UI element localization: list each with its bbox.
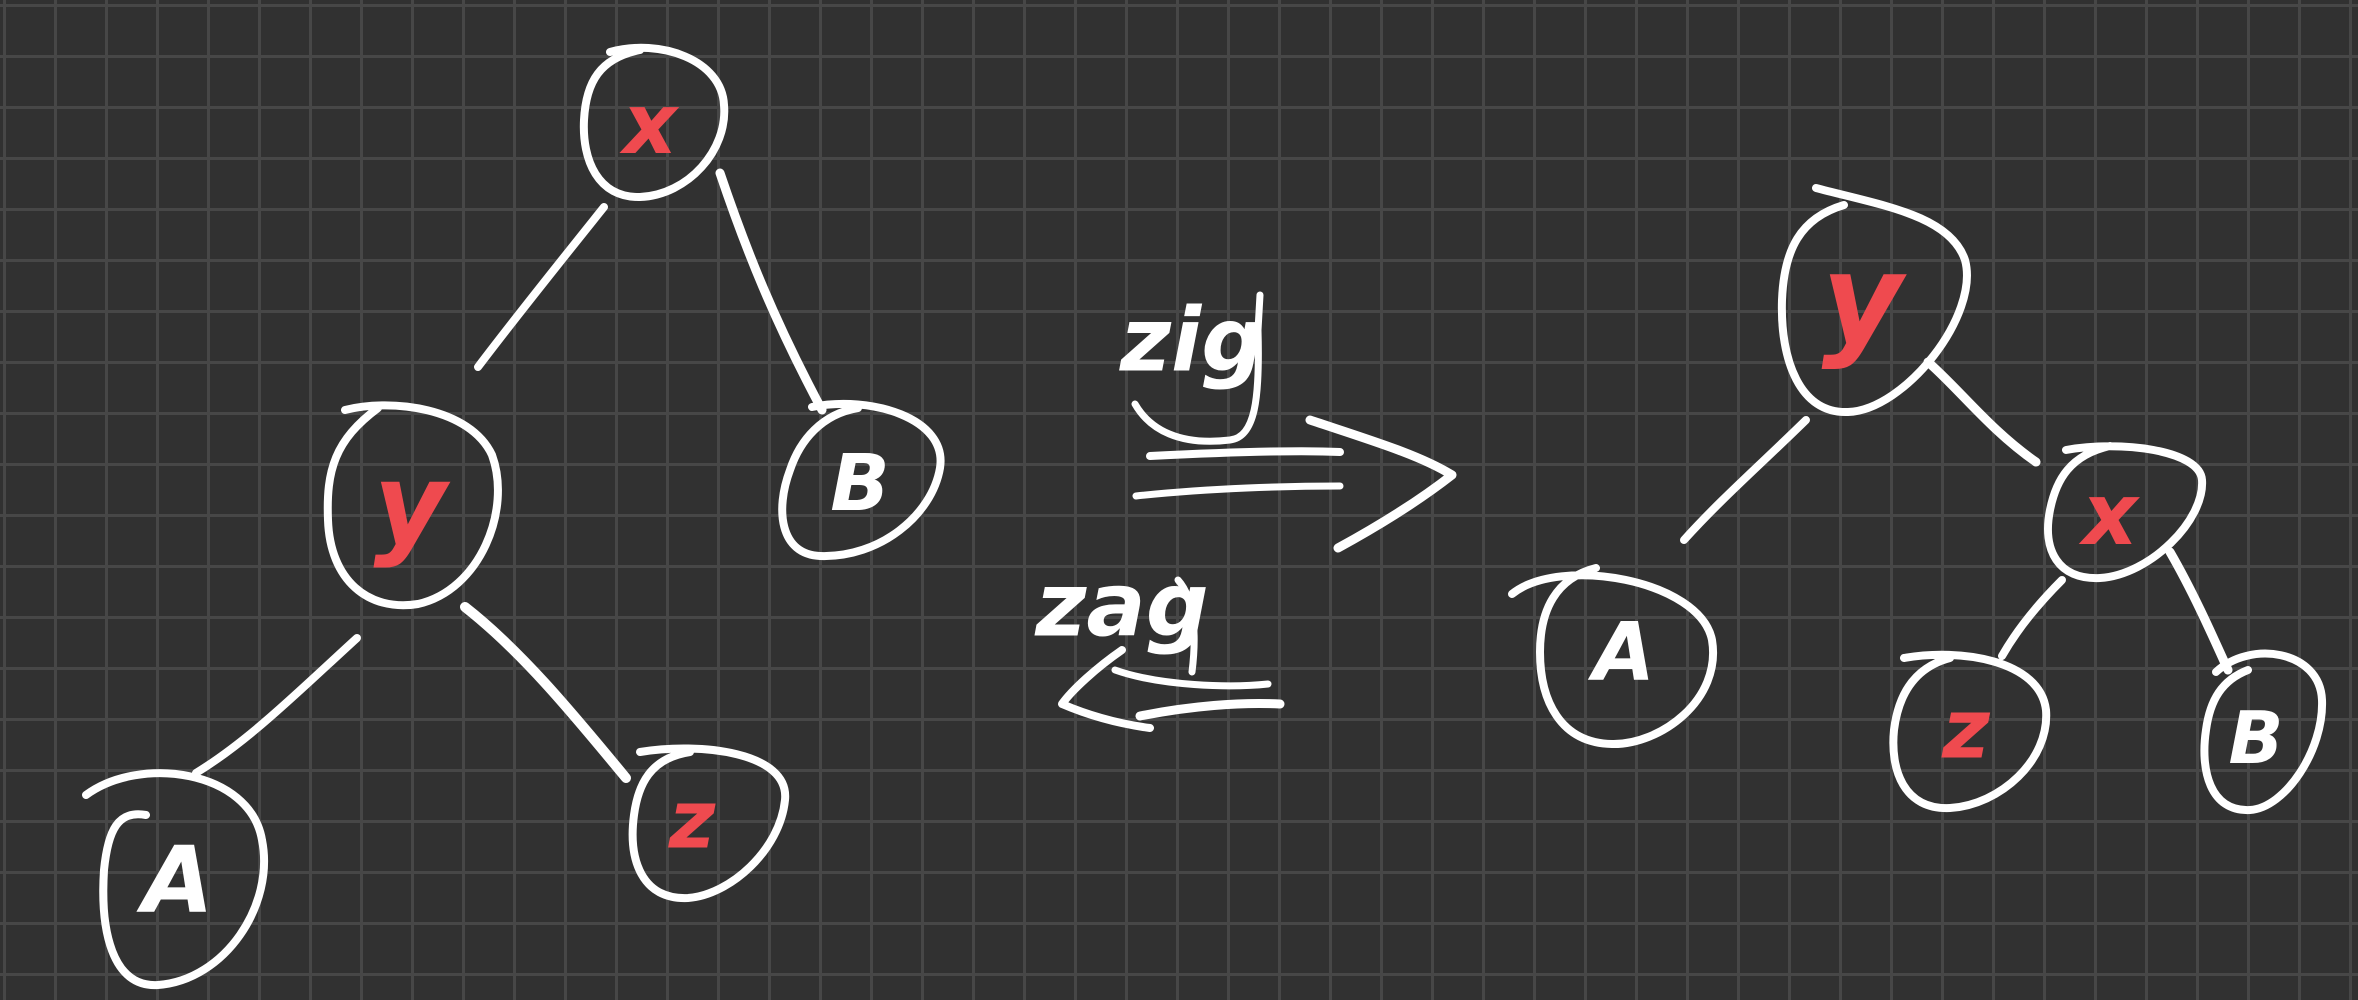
zig-arrow-shaft-top [1146, 447, 1344, 460]
right-node-x: x [2044, 442, 2207, 583]
right-tree: y A x z B [1508, 184, 2327, 815]
right-node-y-label: y [1822, 228, 1908, 372]
zag-arrow-shaft-top [1111, 666, 1272, 690]
rotation-operations: zig zag [1034, 289, 1457, 732]
edge-x-to-y [474, 203, 608, 371]
left-node-x: x [579, 43, 729, 202]
edge-x-to-B [715, 168, 827, 415]
right-node-x-label: x [2078, 465, 2140, 565]
zag-descender [1174, 576, 1198, 676]
left-tree: x y B A z [82, 43, 945, 990]
right-node-B: B [2200, 649, 2327, 815]
edge-x-to-z [1998, 576, 2066, 660]
edge-y-to-z [460, 602, 631, 783]
zig-label: zig [1119, 289, 1264, 392]
edge-y-to-A [1680, 416, 1810, 544]
zag-arrow-shaft-bottom [1135, 699, 1285, 721]
edge-x-to-B [2165, 547, 2233, 675]
right-node-z-label: z [1941, 683, 1991, 778]
right-node-y: y [1777, 184, 1971, 417]
left-node-B: B [778, 399, 945, 561]
edge-y-to-A [192, 634, 361, 777]
right-node-A: A [1508, 564, 1718, 749]
zag-arrow-head [1058, 646, 1154, 732]
edge-y-to-x [1923, 357, 2041, 467]
left-node-z-label: z [668, 774, 716, 867]
right-node-z: z [1889, 650, 2051, 813]
left-node-A: A [82, 769, 268, 990]
right-node-B-label: B [2229, 696, 2284, 780]
left-node-y-label: y [373, 440, 450, 570]
right-node-A-label: A [1587, 606, 1655, 699]
zig-arrow-shaft-bottom [1132, 482, 1344, 500]
left-node-z: z [628, 744, 790, 903]
zig-arrow-head [1305, 415, 1457, 553]
left-node-x-label: x [619, 75, 680, 173]
left-node-y: y [323, 401, 502, 610]
left-node-B-label: B [830, 439, 889, 529]
left-node-A-label: A [136, 827, 213, 934]
zig-underline-curl [1131, 291, 1264, 445]
zag-label: zag [1034, 554, 1209, 657]
